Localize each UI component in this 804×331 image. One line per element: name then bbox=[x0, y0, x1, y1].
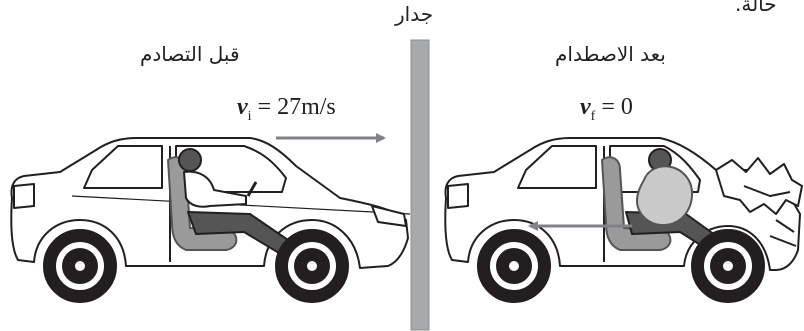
driver-head bbox=[178, 148, 202, 172]
crumple-line bbox=[743, 185, 791, 197]
car-before-collision bbox=[10, 137, 411, 303]
crumple-detail bbox=[769, 219, 797, 247]
velocity-subscript-final: f bbox=[590, 108, 596, 124]
before-collision-title: قبل التصادم bbox=[140, 42, 240, 66]
velocity-symbol-initial: v bbox=[237, 94, 248, 120]
initial-velocity-label: vi = 27m/s bbox=[237, 94, 336, 125]
final-velocity-label: vf = 0 bbox=[580, 94, 633, 125]
wall bbox=[410, 39, 430, 331]
crashed-tail-light bbox=[447, 183, 469, 209]
front-wheel bbox=[275, 229, 349, 303]
velocity-subscript-initial: i bbox=[247, 108, 252, 124]
corner-text-fragment: حالة. bbox=[735, 0, 777, 16]
crashed-rear-wheel bbox=[477, 229, 551, 303]
wall-label: جدار bbox=[395, 2, 434, 26]
driver bbox=[178, 148, 297, 257]
head-light bbox=[371, 205, 407, 227]
crumpled-hood bbox=[715, 157, 803, 215]
rear-wheel bbox=[43, 229, 117, 303]
rear-window bbox=[83, 145, 163, 189]
crashed-front-wheel bbox=[691, 229, 765, 303]
initial-velocity-value: = 27m/s bbox=[251, 94, 336, 120]
crashed-rear-window bbox=[517, 145, 597, 189]
airbag bbox=[636, 165, 693, 227]
driver-torso bbox=[183, 170, 247, 208]
tail-light bbox=[13, 183, 35, 209]
car-after-collision bbox=[444, 137, 803, 303]
final-velocity-value: = 0 bbox=[595, 94, 633, 120]
steering-wheel bbox=[246, 181, 258, 197]
after-collision-title: بعد الاصطدام bbox=[555, 42, 666, 66]
velocity-symbol-final: v bbox=[580, 94, 591, 120]
